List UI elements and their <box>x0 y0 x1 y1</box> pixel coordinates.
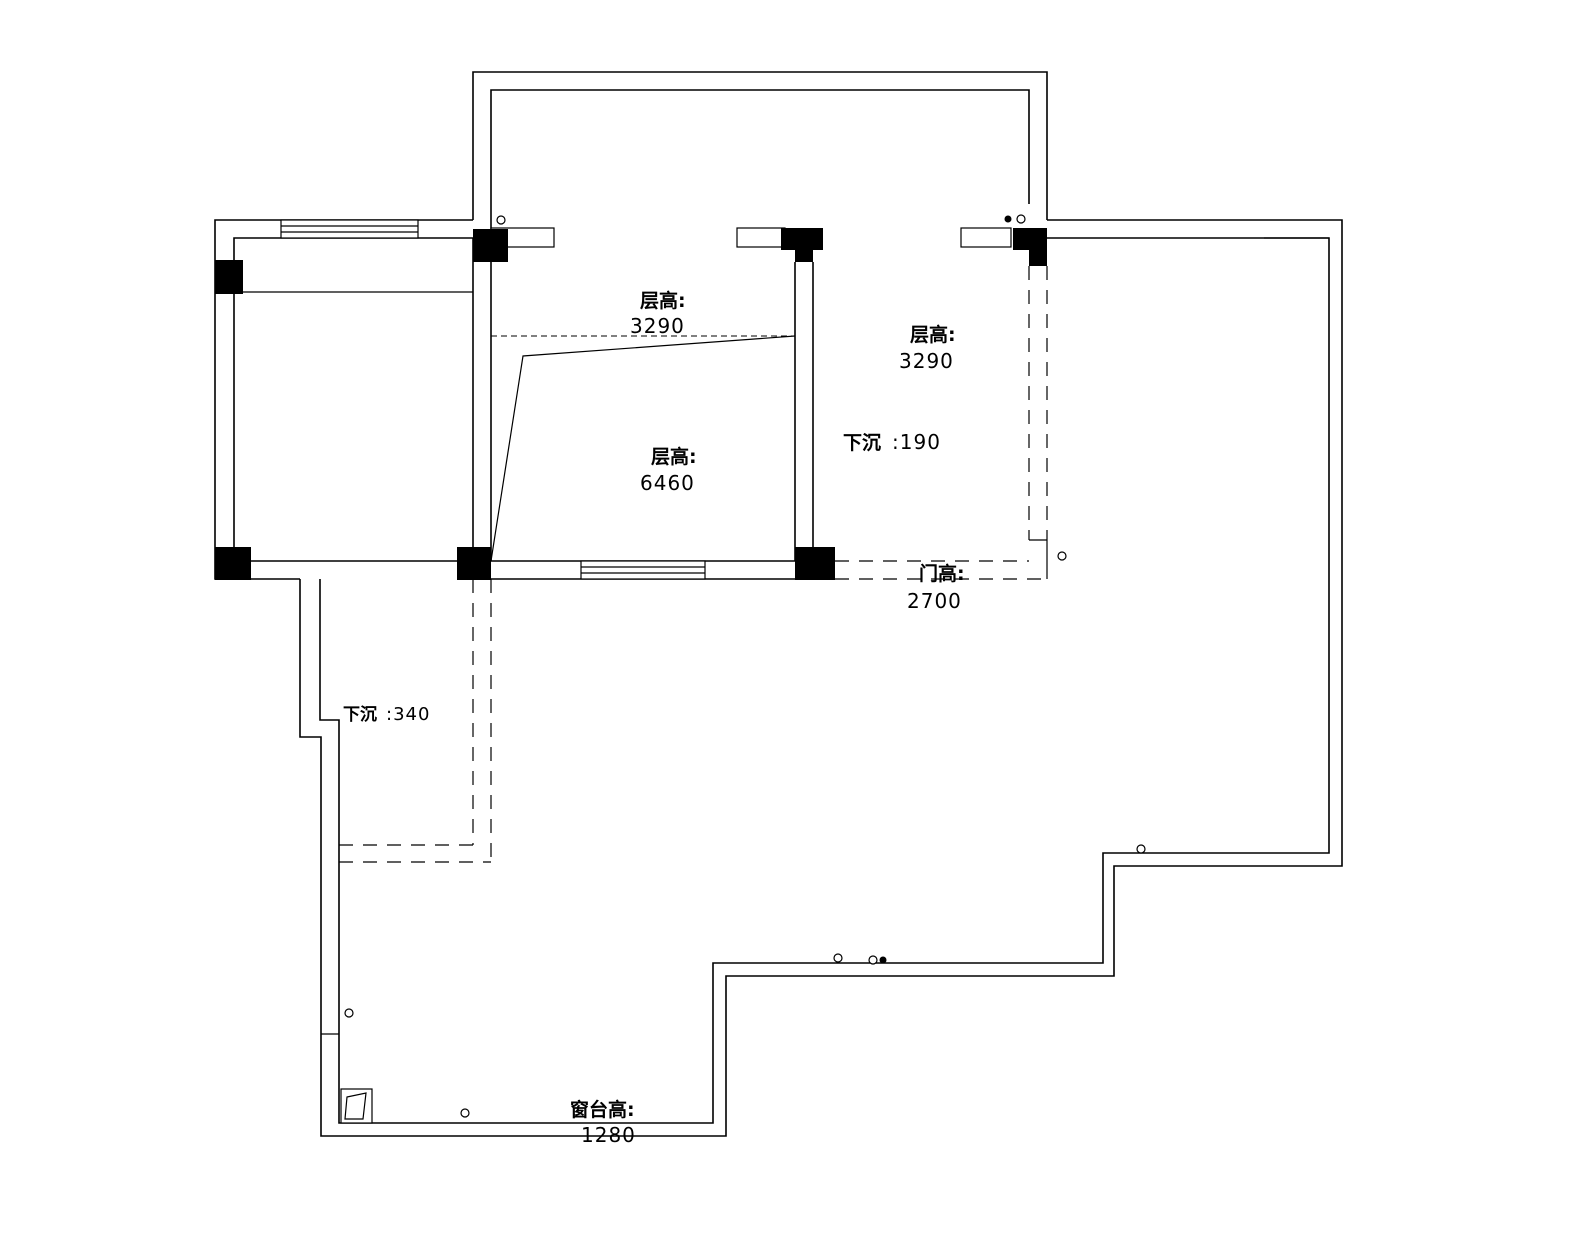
wall-stubs <box>490 227 1012 248</box>
main-space-walls <box>299 219 1343 1137</box>
annotation-corridor-height: 层高: 3290 <box>899 323 956 373</box>
fixture-bottom-left <box>340 1088 373 1124</box>
corridor-height-value: 3290 <box>899 349 954 373</box>
door-height-label: 门高: <box>919 562 965 585</box>
annotation-window-sill: 窗台高: 1280 <box>570 1098 636 1147</box>
outlet-markers <box>344 214 1146 1118</box>
annotation-stair-height: 层高: 3290 <box>630 289 686 338</box>
corridor-dashed-walls <box>835 266 1048 580</box>
window-middle-bottom <box>580 560 706 580</box>
window-left-top <box>280 219 419 239</box>
sink-left-label: 下沉 <box>343 704 377 725</box>
left-room-walls <box>214 219 492 580</box>
window-sill-value: 1280 <box>581 1123 636 1147</box>
annotation-sink-right: 下沉 :190 <box>843 430 941 454</box>
annotation-sink-left: 下沉 :340 <box>343 704 430 725</box>
sunken-area-outline <box>339 579 492 863</box>
sink-left-value: :340 <box>386 704 430 725</box>
door-height-value: 2700 <box>907 589 962 613</box>
sink-right-label: 下沉 <box>843 432 881 454</box>
annotation-door-height: 门高: 2700 <box>907 562 965 613</box>
sink-right-value: :190 <box>892 430 941 454</box>
annotation-double-height: 层高: 6460 <box>640 445 697 495</box>
stair-height-value: 3290 <box>630 314 685 338</box>
window-sill-label: 窗台高: <box>570 1098 635 1121</box>
double-height-value: 6460 <box>640 471 695 495</box>
corridor-height-label: 层高: <box>910 323 956 346</box>
structural-columns <box>215 228 1047 580</box>
stair-height-label: 层高: <box>640 289 686 312</box>
top-room-walls <box>472 71 1048 238</box>
double-height-label: 层高: <box>651 445 697 468</box>
